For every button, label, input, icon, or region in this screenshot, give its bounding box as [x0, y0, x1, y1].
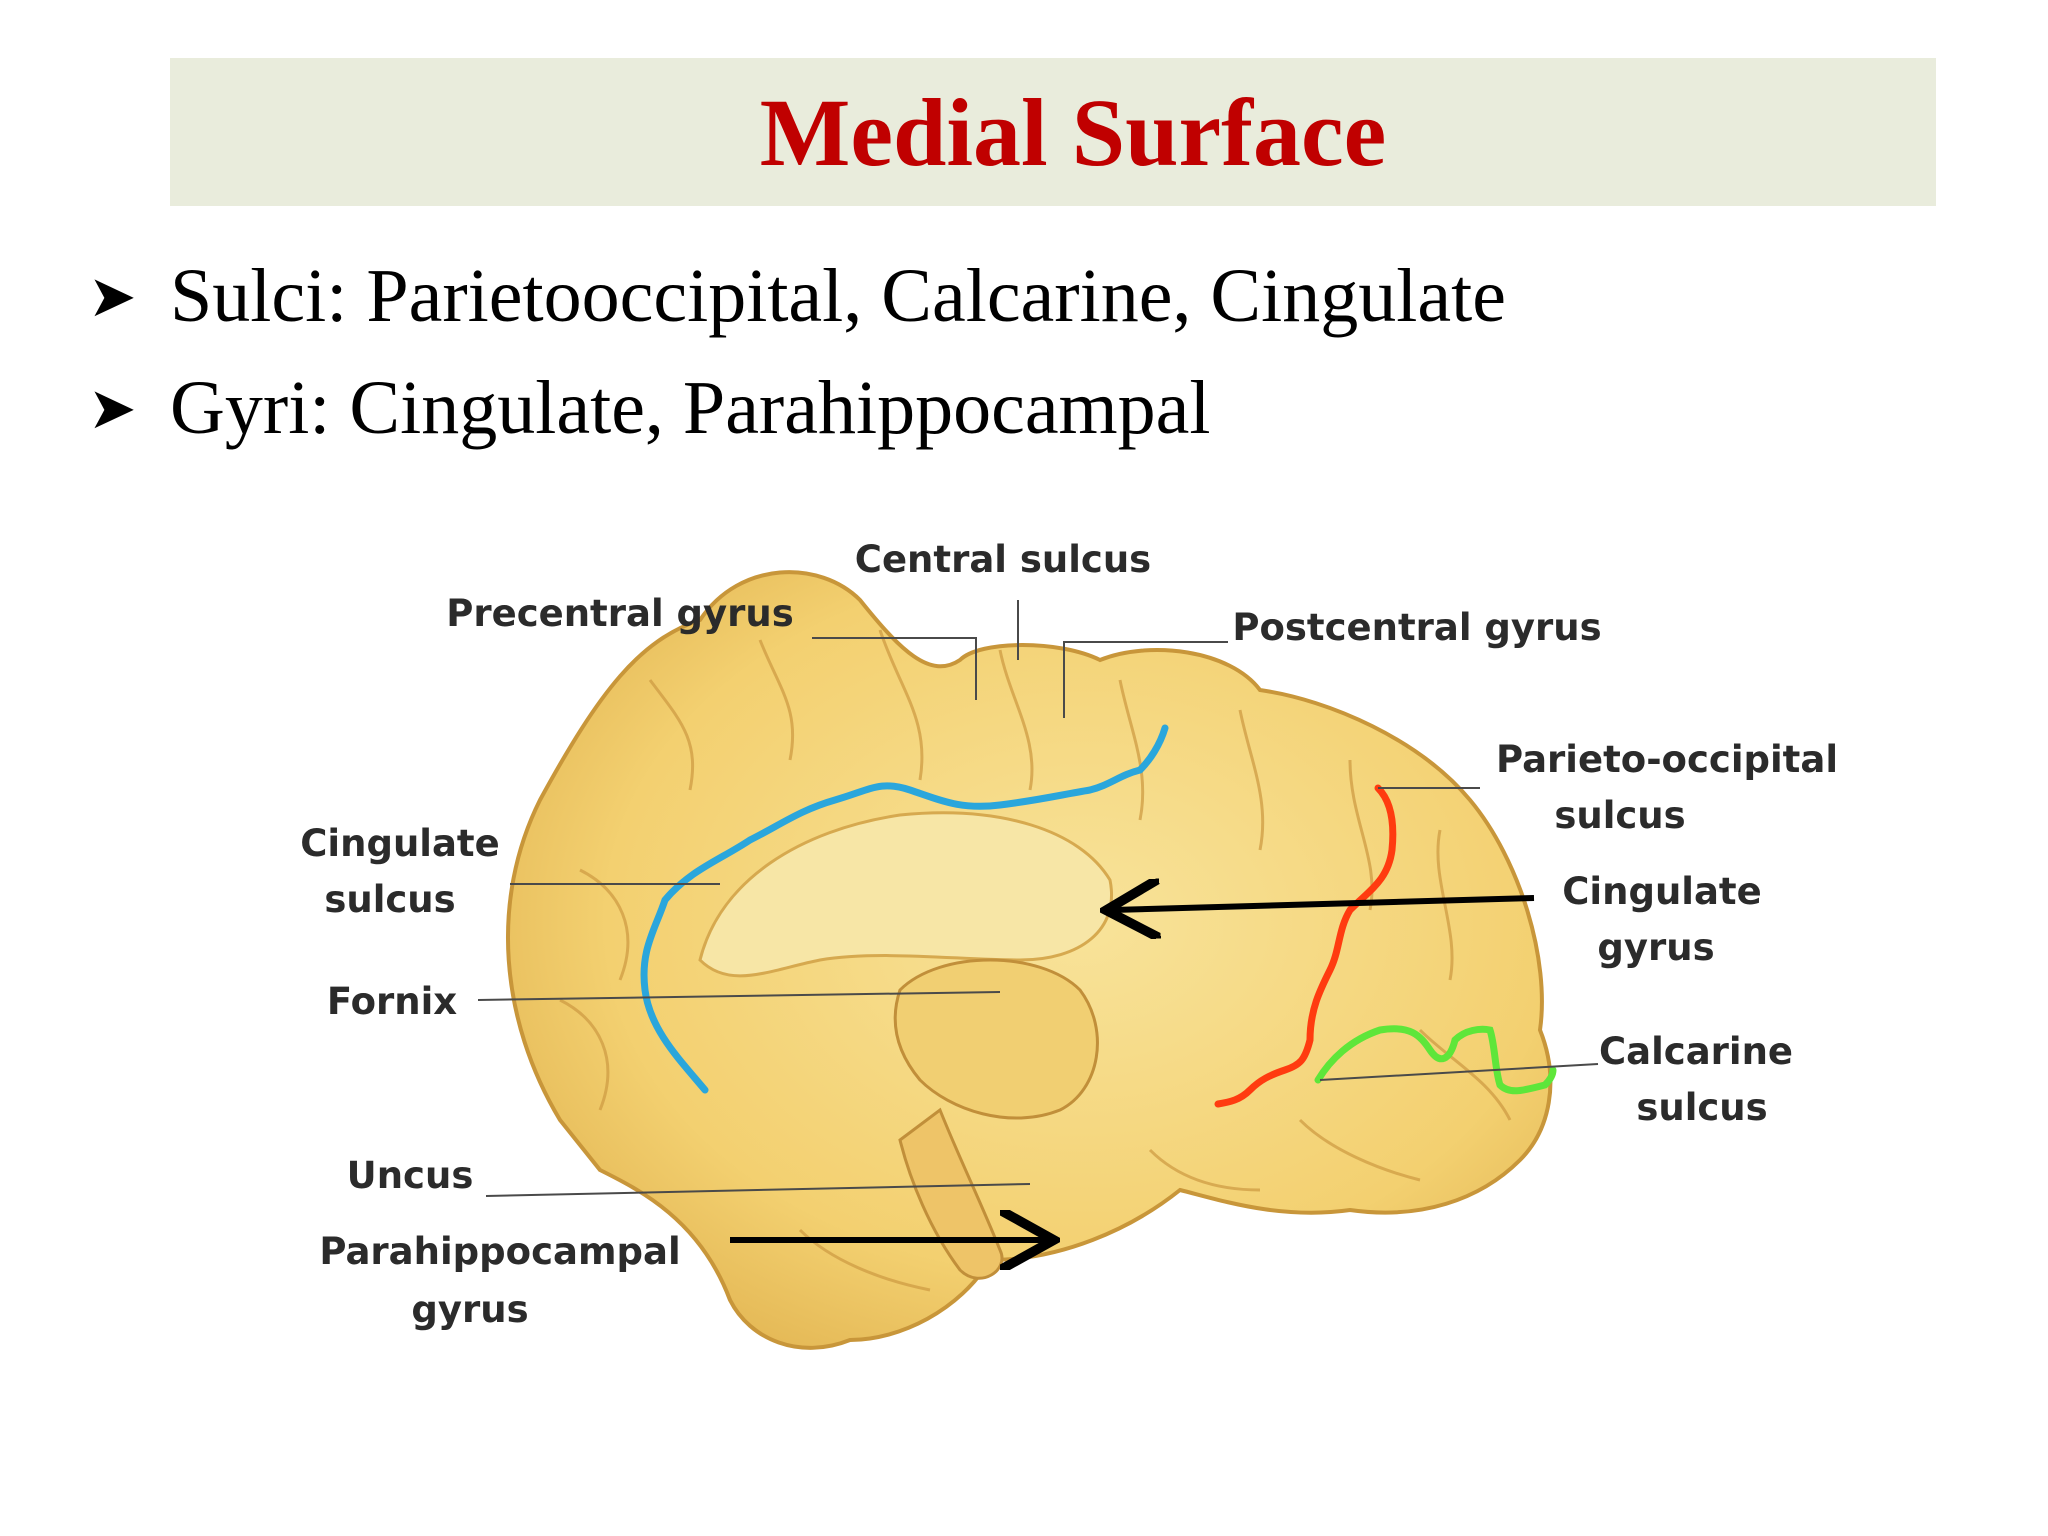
bullet-text: Gyri: Cingulate, Parahippocampal [170, 365, 1211, 450]
label-fornix: Fornix [327, 980, 457, 1023]
label-cingulate-sulcus-line2: sulcus [324, 878, 455, 921]
cingulate-sulcus-trace [640, 724, 1169, 1094]
label-postcentral-gyrus: Postcentral gyrus [1232, 606, 1601, 649]
label-parieto-occipital-line2: sulcus [1554, 794, 1685, 837]
leader-lines [477, 600, 1599, 1197]
bullet-list: ➤ Sulci: Parietooccipital, Calcarine, Ci… [88, 240, 1506, 464]
label-calcarine-line2: sulcus [1636, 1086, 1767, 1129]
title-banner: Medial Surface [170, 58, 1936, 206]
slide-title: Medial Surface [759, 78, 1387, 186]
label-cingulate-sulcus-line1: Cingulate [300, 822, 499, 865]
label-parieto-occipital-line1: Parieto-occipital [1496, 738, 1838, 781]
label-parahippocampal-line1: Parahippocampal [319, 1230, 680, 1273]
calcarine-sulcus-trace [1314, 1025, 1557, 1095]
arrow-bullet-icon: ➤ [88, 264, 137, 329]
brainstem-region [898, 1107, 1004, 1280]
parieto-occipital-sulcus-trace [1214, 784, 1397, 1108]
label-central-sulcus: Central sulcus [855, 538, 1151, 581]
arrow-bullet-icon: ➤ [88, 376, 137, 441]
label-calcarine-line1: Calcarine [1599, 1030, 1793, 1073]
bullet-item-sulci: ➤ Sulci: Parietooccipital, Calcarine, Ci… [88, 240, 1506, 352]
cingulate-gyrus-arrow [1112, 898, 1535, 910]
label-cingulate-gyrus-line2: gyrus [1597, 926, 1714, 969]
bullet-item-gyri: ➤ Gyri: Cingulate, Parahippocampal [88, 352, 1506, 464]
label-parahippocampal-line2: gyrus [411, 1288, 528, 1331]
label-precentral-gyrus: Precentral gyrus [446, 592, 794, 635]
bullet-text: Sulci: Parietooccipital, Calcarine, Cing… [170, 253, 1506, 338]
label-cingulate-gyrus-line1: Cingulate [1562, 870, 1761, 913]
label-uncus: Uncus [347, 1154, 474, 1197]
thalamus-region [893, 958, 1099, 1120]
